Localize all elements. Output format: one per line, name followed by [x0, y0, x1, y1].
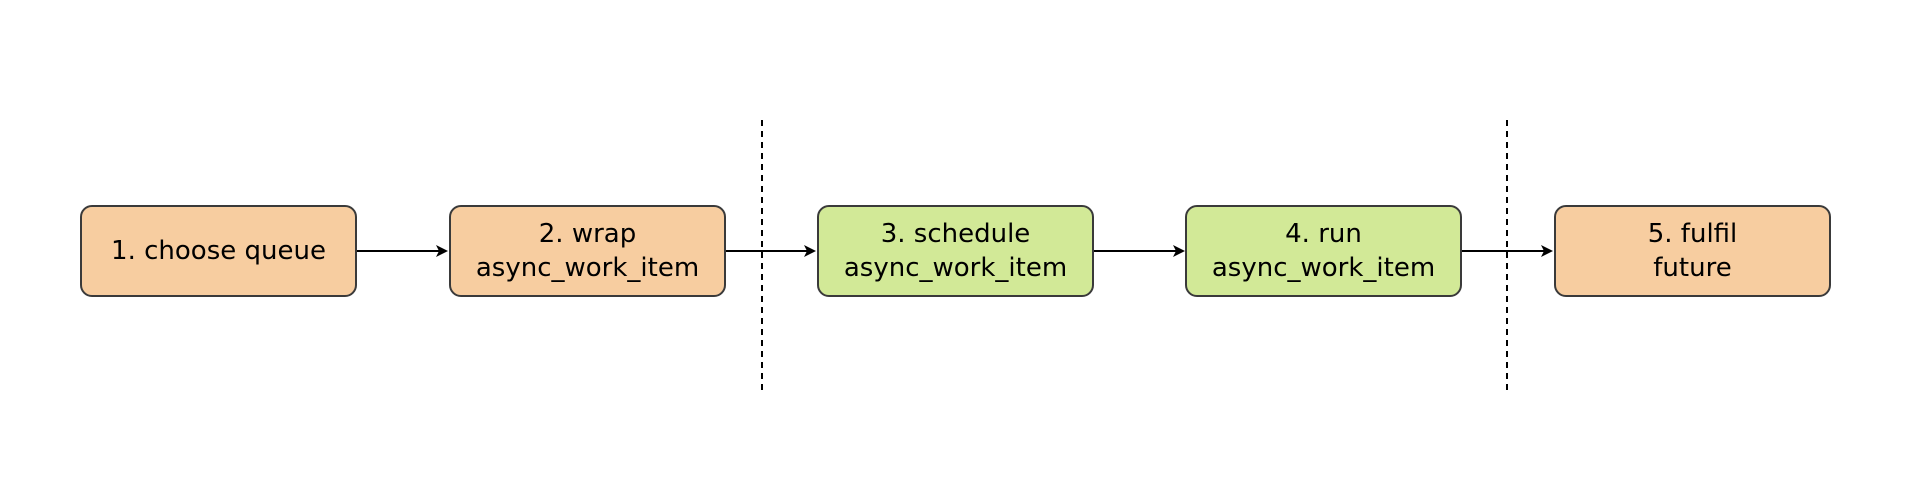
step-sublabel: future — [1653, 253, 1732, 283]
step-choose-queue: 1. choose queue — [80, 205, 357, 297]
step-schedule: 3. schedule async_work_item — [817, 205, 1094, 297]
step-label: 4. run — [1285, 219, 1362, 249]
step-fulfil-future: 5. fulfil future — [1554, 205, 1831, 297]
step-label: 5. fulfil — [1647, 219, 1738, 249]
step-label: 1. choose queue — [111, 236, 326, 266]
step-label: 2. wrap — [538, 219, 637, 249]
step-sublabel: async_work_item — [1211, 253, 1436, 283]
step-label: 3. schedule — [880, 219, 1031, 249]
step-wrap: 2. wrap async_work_item — [449, 205, 726, 297]
step-sublabel: async_work_item — [843, 253, 1068, 283]
step-run: 4. run async_work_item — [1185, 205, 1462, 297]
step-sublabel: async_work_item — [475, 253, 700, 283]
